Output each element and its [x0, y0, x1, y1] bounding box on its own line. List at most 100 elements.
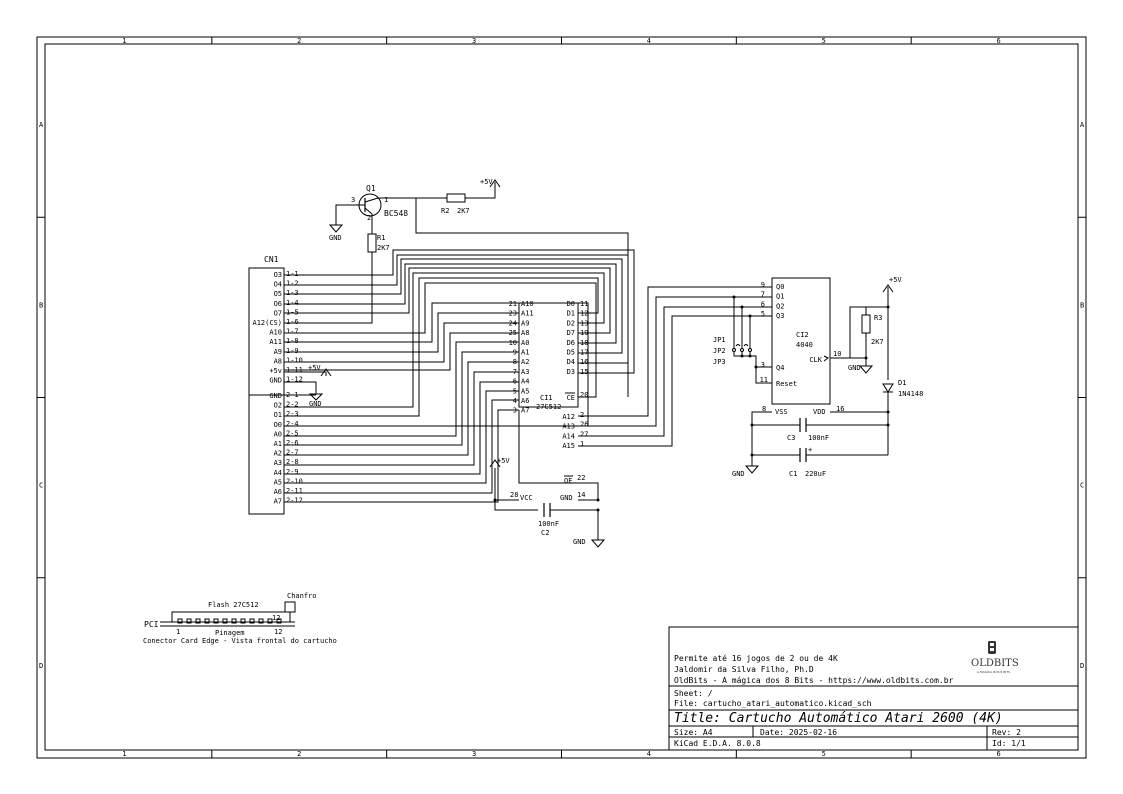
frame-row-right-C: C	[1080, 482, 1084, 490]
frame-col-top-4: 4	[647, 37, 651, 45]
chanfro-label: Chanfro	[287, 592, 317, 600]
sheet-label: Sheet: /	[674, 689, 713, 698]
frame-row-left-B: B	[39, 301, 43, 309]
pci-label: PCI	[144, 620, 159, 629]
cn1-pin-7: 1-8	[286, 337, 299, 345]
ci2-reset-num: 11	[760, 376, 768, 384]
date-label: Date: 2025-02-16	[760, 728, 837, 737]
cn1-pin-23: 2-12	[286, 497, 303, 505]
q1-pin1: 1	[384, 196, 388, 204]
r2-value: 2K7	[457, 207, 470, 215]
card-edge-diagram: Chanfro Flash 27C512 PCI 1 12 12 Pinagem…	[143, 592, 337, 645]
cn1-pin-1: 1-2	[286, 280, 299, 288]
ci2-value: 4040	[796, 341, 813, 349]
ci1-left-name-2: A9	[521, 319, 529, 327]
cn1-label-9: A8	[274, 357, 282, 365]
ci1-high-num-2: 27	[580, 430, 588, 438]
edge-tooth	[204, 618, 210, 624]
r1-value: 2K7	[377, 244, 390, 252]
ci1-right-name-3: D7	[567, 329, 575, 337]
r2-resistor: +5V R2 2K7	[410, 178, 501, 215]
ci2-q-name-0: Q0	[776, 283, 784, 291]
ci1-left-num-4: 10	[509, 339, 517, 347]
size-label: Size: A4	[674, 728, 713, 737]
cn1-label-20: A4	[274, 469, 282, 477]
ci2-clk-name: CLK	[809, 356, 822, 364]
jp2-label: JP2	[713, 347, 726, 355]
edge-pin-first: 1	[176, 628, 180, 636]
r1-resistor: R1 2K7	[284, 222, 390, 324]
ci1-gnd: GND	[573, 538, 586, 546]
comment3: OldBits - A mágica dos 8 Bits - https://…	[674, 676, 954, 685]
ci1-right-name-5: D5	[567, 349, 575, 357]
cn1-pin-9: 1-10	[286, 356, 303, 364]
ci2-q-name-2: Q2	[776, 302, 784, 310]
cn1-label-8: A9	[274, 348, 282, 356]
ci1-left-num-0: 21	[509, 300, 517, 308]
frame-col-bottom-3: 3	[472, 750, 476, 758]
cn1-label-12: GND	[269, 392, 282, 400]
ci1-right-name-2: D2	[567, 319, 575, 327]
ci2-q-name-1: Q1	[776, 293, 784, 301]
vcc-pin: 28	[510, 491, 518, 499]
cn1-pin-2: 1-3	[286, 289, 299, 297]
c2-value: 100nF	[538, 520, 559, 528]
ci1-right-name-4: D6	[567, 339, 575, 347]
edge-pin-last-top: 12	[272, 614, 280, 622]
edge-tooth	[186, 618, 192, 624]
q1-ref: Q1	[366, 184, 376, 193]
cn1-label-19: A3	[274, 459, 282, 467]
r1-ref: R1	[377, 234, 385, 242]
edge-tooth	[231, 618, 237, 624]
ci2-q4-name: Q4	[776, 364, 784, 372]
cn1-pin-5: 1-6	[286, 318, 299, 326]
frame-row-left-A: A	[39, 121, 44, 129]
r3-ref: R3	[874, 314, 882, 322]
id-label: Id: 1/1	[992, 739, 1026, 748]
ci1-high-num-3: 1	[580, 440, 584, 448]
ci1-right-num-0: 11	[580, 300, 588, 308]
frame-col-bottom-2: 2	[297, 750, 301, 758]
cn1-pin-8: 1-9	[286, 347, 299, 355]
ci1-left-name-8: A4	[521, 378, 529, 386]
edge-tooth	[258, 618, 264, 624]
clock-network: +5V R3 2K7 GND D1 1N4148	[830, 276, 923, 455]
cn1-pin-0: 1-1	[286, 270, 299, 278]
edge-tooth	[177, 618, 183, 624]
cn1-pin-22: 2-11	[286, 487, 303, 495]
edge-tooth	[240, 618, 246, 624]
signal-wires: +5V GND	[284, 198, 772, 503]
cn1-label-23: A7	[274, 498, 282, 506]
cn1-label-1: O4	[274, 281, 282, 289]
ci1-left-name-7: A3	[521, 368, 529, 376]
ci2-reset-name: Reset	[776, 380, 797, 388]
r2-p5v: +5V	[480, 178, 493, 186]
ci1-high-num-1: 26	[580, 421, 588, 429]
ci1-left-name-3: A8	[521, 329, 529, 337]
ci2-clk-num: 10	[833, 350, 841, 358]
ci2-gnd: GND	[732, 470, 745, 478]
file-label: File: cartucho_atari_automatico.kicad_sc…	[674, 699, 872, 708]
ci1-ce-name: CE	[567, 394, 575, 402]
frame-row-right-D: D	[1080, 662, 1084, 670]
edge-tooth	[213, 618, 219, 624]
cn1-label-2: O5	[274, 290, 282, 298]
cn1-label-5: A12(CS)	[252, 319, 282, 327]
edge-tooth	[276, 618, 282, 624]
c3-value: 100nF	[808, 434, 829, 442]
ci1-right-name-0: D0	[567, 300, 575, 308]
cn1-pin-14: 2-3	[286, 410, 299, 418]
cn1-pin-17: 2-6	[286, 439, 299, 447]
oldbits-logo: OLDBITS A MÁGICA DOS 8 BITS	[971, 641, 1019, 674]
edge-tooth	[222, 618, 228, 624]
ci1-high-num-0: 2	[580, 411, 584, 419]
frame-col-bottom-4: 4	[647, 750, 651, 758]
ci2-ref: CI2	[796, 331, 809, 339]
ci1-ce-num: 20	[580, 391, 588, 399]
cn1-pin-16: 2-5	[286, 429, 299, 437]
r3-gnd: GND	[848, 364, 861, 372]
frame-row-right-B: B	[1080, 301, 1084, 309]
rev-label: Rev: 2	[992, 728, 1021, 737]
ci2-q-num-0: 9	[761, 281, 765, 289]
